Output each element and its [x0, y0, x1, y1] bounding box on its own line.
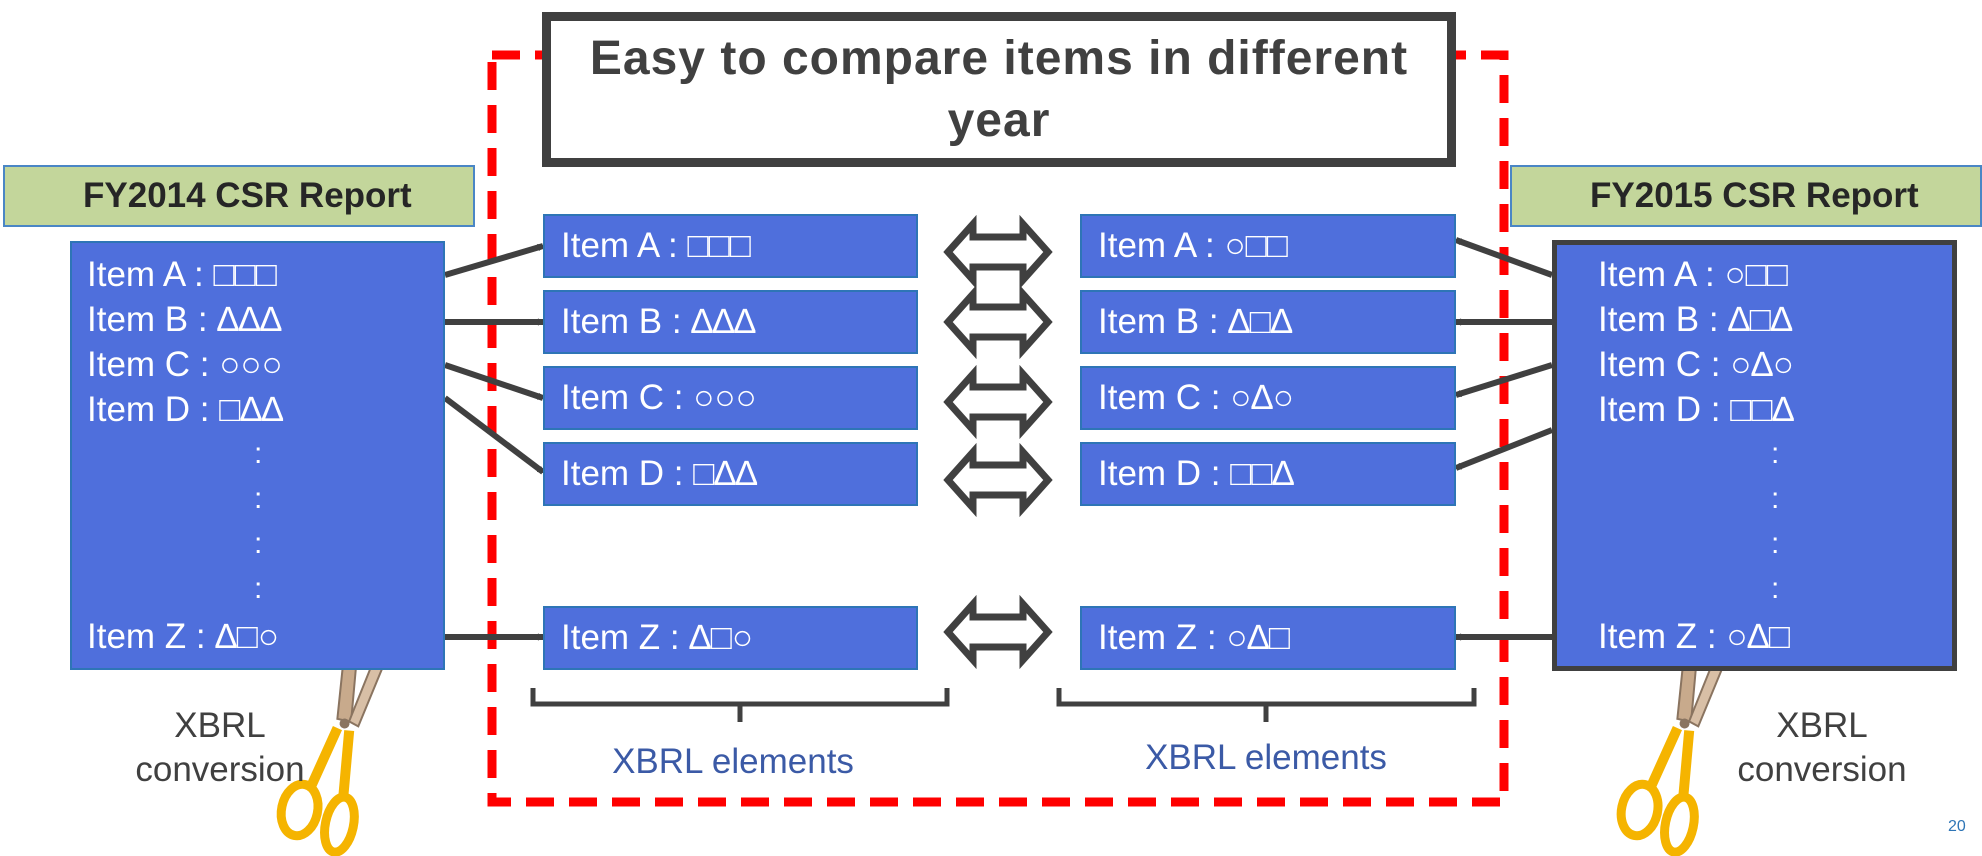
xbrl-element-right: Item D : □□∆: [1080, 442, 1456, 506]
double-arrow-icon: [943, 214, 1053, 290]
report-item: Item Z : ○∆□: [1598, 617, 1791, 656]
connector-arrow: [443, 395, 545, 475]
report-item: Item A : ○□□: [1598, 255, 1788, 294]
report-item: Item C : ○○○: [87, 345, 283, 384]
xbrl-element-right: Item B : ∆□∆: [1080, 290, 1456, 354]
ellipsis: :: [1771, 572, 1780, 605]
xbrl-element-right: Item Z : ○∆□: [1080, 606, 1456, 670]
xbrl-conversion-caption: XBRL conversion: [1722, 704, 1922, 792]
bracket-left: [530, 688, 950, 722]
comparison-arrows: [943, 214, 1053, 670]
caption-line: XBRL: [174, 706, 266, 745]
caption-line: conversion: [135, 750, 305, 789]
connector-arrow: [1456, 427, 1554, 471]
connector-arrow: [1456, 237, 1554, 278]
connector-arrow: [444, 243, 543, 278]
ellipsis: :: [254, 527, 263, 560]
fy2015-report-header: FY2015 CSR Report: [1510, 165, 1982, 227]
report-item: Item Z : ∆□○: [87, 617, 280, 656]
report-item: Item C : ○∆○: [1598, 345, 1794, 384]
ellipsis: :: [1771, 482, 1780, 515]
report-item: Item B : ∆□∆: [1598, 300, 1793, 339]
connector-arrow: [1456, 362, 1553, 398]
double-arrow-icon: [943, 284, 1053, 360]
page-number: 20: [1948, 818, 1966, 835]
xbrl-element-left: Item D : □∆∆: [543, 442, 918, 506]
report-item: Item A : □□□: [87, 255, 277, 294]
bracket-right: [1056, 688, 1477, 722]
fy2014-report: Item A : □□□ Item B : ∆∆∆ Item C : ○○○ I…: [70, 241, 445, 670]
xbrl-element-left: Item C : ○○○: [543, 366, 918, 430]
xbrl-element-left: Item A : □□□: [543, 214, 918, 278]
xbrl-element-left: Item B : ∆∆∆: [543, 290, 918, 354]
xbrl-element-right: Item A : ○□□: [1080, 214, 1456, 278]
ellipsis: :: [1771, 527, 1780, 560]
report-item: Item D : □□∆: [1598, 390, 1794, 429]
double-arrow-icon: [943, 442, 1053, 518]
connector-arrow: [444, 362, 543, 401]
ellipsis: :: [1771, 437, 1780, 470]
dashed-comparison-frame: [487, 50, 1509, 807]
fy2014-report-header: FY2014 CSR Report: [3, 165, 475, 227]
xbrl-element-right: Item C : ○∆○: [1080, 366, 1456, 430]
xbrl-elements-caption: XBRL elements: [1145, 738, 1387, 777]
xbrl-elements-caption: XBRL elements: [612, 742, 854, 781]
ellipsis: :: [254, 482, 263, 515]
xbrl-conversion-caption: XBRL conversion: [120, 704, 320, 792]
report-item: Item D : □∆∆: [87, 390, 284, 429]
caption-line: conversion: [1737, 750, 1907, 789]
caption-line: XBRL: [1776, 706, 1868, 745]
xbrl-element-left: Item Z : ∆□○: [543, 606, 918, 670]
ellipsis: :: [254, 437, 263, 470]
report-item: Item B : ∆∆∆: [87, 300, 282, 339]
fy2015-report: Item A : ○□□ Item B : ∆□∆ Item C : ○∆○ I…: [1552, 240, 1957, 671]
double-arrow-icon: [943, 364, 1053, 440]
ellipsis: :: [254, 572, 263, 605]
connector-arrows: [443, 237, 1554, 637]
double-arrow-icon: [943, 594, 1053, 670]
diagram-title: Easy to compare items in different year: [542, 12, 1456, 167]
